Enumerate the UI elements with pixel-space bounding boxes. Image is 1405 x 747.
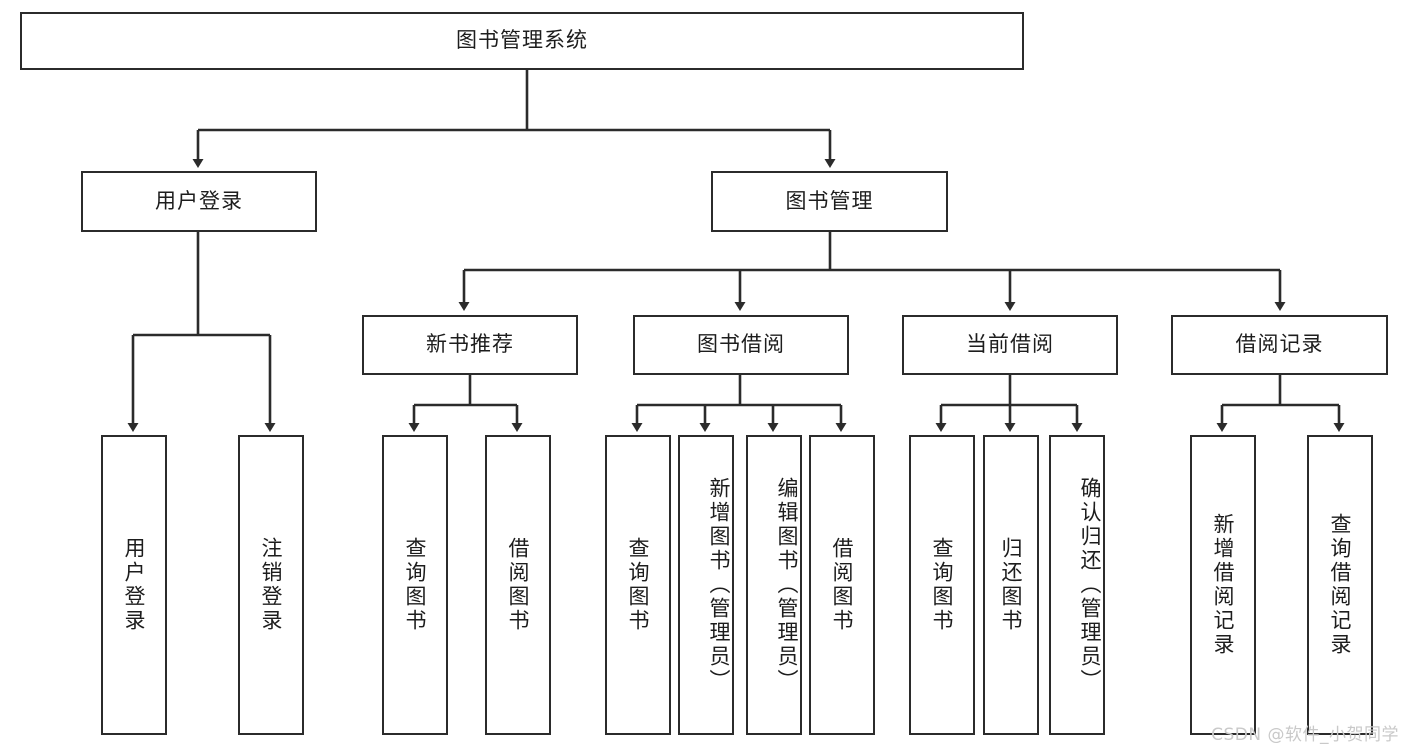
leaf-current-query-book[interactable]: 查询图书 — [909, 435, 975, 735]
leaf-user-login-login[interactable]: 用户登录 — [101, 435, 167, 735]
leaf-borrow-borrow-book[interactable]: 借阅图书 — [809, 435, 875, 735]
leaf-label: 注销登录 — [259, 537, 284, 633]
node-borrow-record-label: 借阅记录 — [1235, 332, 1324, 357]
node-book-borrow-label: 图书借阅 — [697, 332, 785, 357]
node-current-borrow-label: 当前借阅 — [966, 332, 1054, 357]
leaf-label: 编辑图书（管理员） — [775, 477, 799, 693]
leaf-new-book-query[interactable]: 查询图书 — [382, 435, 448, 735]
leaf-label: 查询图书 — [626, 537, 651, 633]
leaf-current-confirm-return[interactable]: 确认归还（管理员） — [1049, 435, 1105, 735]
watermark: CSDN @软件_小贺同学 — [1211, 725, 1399, 745]
node-user-login[interactable]: 用户登录 — [81, 171, 317, 232]
node-book-management-label: 图书管理 — [785, 188, 874, 213]
node-root-label: 图书管理系统 — [456, 28, 588, 53]
node-book-borrow[interactable]: 图书借阅 — [633, 315, 849, 375]
leaf-borrow-query-book[interactable]: 查询图书 — [605, 435, 671, 735]
leaf-label: 查询图书 — [403, 537, 428, 633]
leaf-label: 确认归还（管理员） — [1078, 477, 1102, 693]
leaf-record-query[interactable]: 查询借阅记录 — [1307, 435, 1373, 735]
leaf-label: 归还图书 — [999, 537, 1024, 633]
node-user-login-label: 用户登录 — [155, 188, 243, 213]
leaf-label: 借阅图书 — [506, 537, 531, 633]
leaf-label: 查询图书 — [930, 537, 955, 633]
leaf-label: 借阅图书 — [830, 537, 855, 633]
node-current-borrow[interactable]: 当前借阅 — [902, 315, 1118, 375]
node-root[interactable]: 图书管理系统 — [20, 12, 1024, 70]
leaf-label: 新增图书（管理员） — [707, 477, 731, 693]
node-book-management[interactable]: 图书管理 — [711, 171, 948, 232]
leaf-label: 新增借阅记录 — [1211, 513, 1236, 657]
leaf-borrow-add-book[interactable]: 新增图书（管理员） — [678, 435, 734, 735]
node-new-book-recommend[interactable]: 新书推荐 — [362, 315, 578, 375]
leaf-current-return-book[interactable]: 归还图书 — [983, 435, 1039, 735]
leaf-record-add[interactable]: 新增借阅记录 — [1190, 435, 1256, 735]
node-borrow-record[interactable]: 借阅记录 — [1171, 315, 1388, 375]
leaf-label: 用户登录 — [122, 537, 147, 633]
leaf-borrow-edit-book[interactable]: 编辑图书（管理员） — [746, 435, 802, 735]
leaf-label: 查询借阅记录 — [1328, 513, 1353, 657]
leaf-user-login-logout[interactable]: 注销登录 — [238, 435, 304, 735]
node-new-book-recommend-label: 新书推荐 — [426, 332, 514, 357]
leaf-new-book-borrow[interactable]: 借阅图书 — [485, 435, 551, 735]
